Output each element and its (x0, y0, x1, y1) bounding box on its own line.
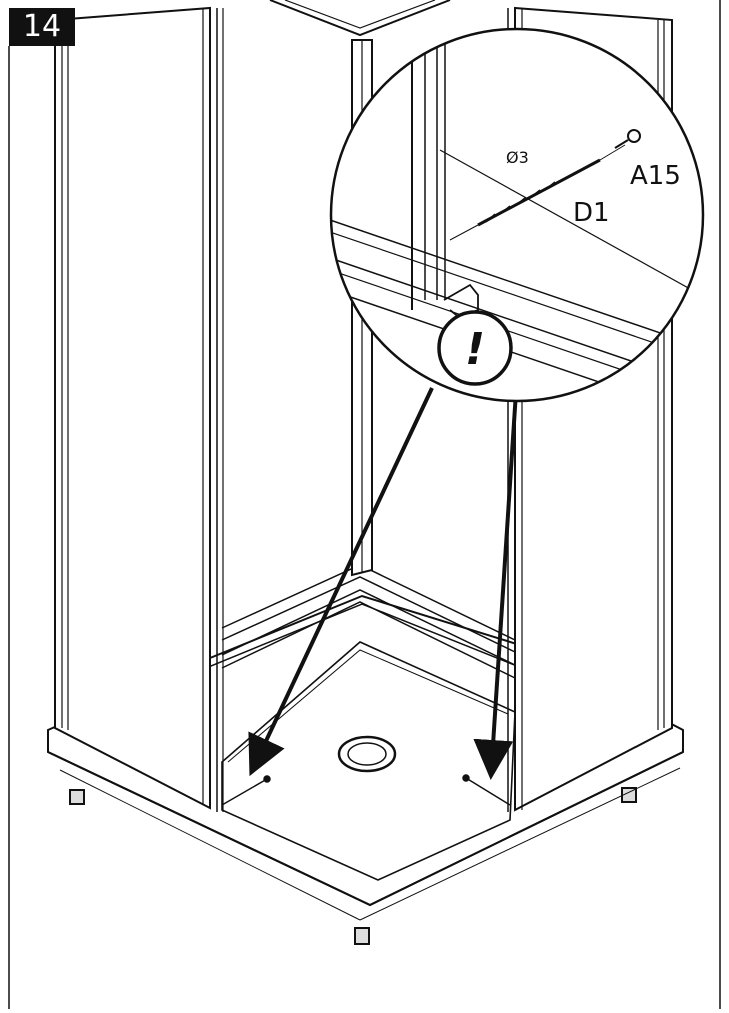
drill-diameter-label: Ø3 (506, 148, 529, 167)
page-frame (8, 0, 721, 1009)
warning-symbol: ! (437, 310, 513, 386)
left-glass-panel (54, 6, 224, 812)
drill-part-label: D1 (573, 198, 610, 228)
screw-marks (221, 774, 511, 806)
step-number-badge: 14 (9, 8, 75, 46)
screw-part-label: A15 (630, 161, 681, 191)
warning-symbol-label: ! (465, 324, 485, 375)
indicator-arrows (248, 387, 518, 780)
